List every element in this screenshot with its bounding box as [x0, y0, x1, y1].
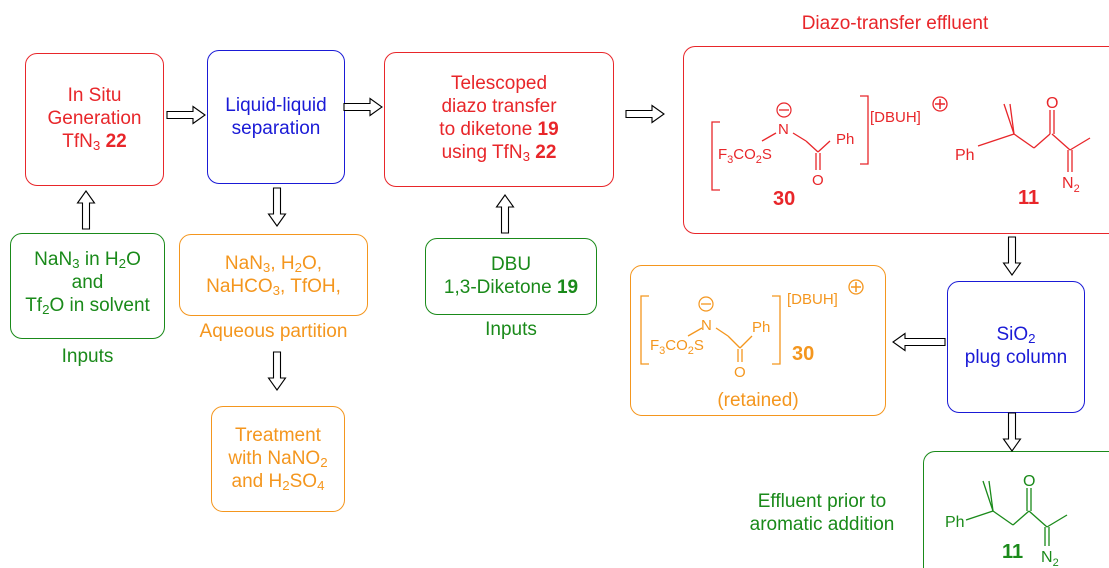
retained-compound-30-label: 30: [792, 343, 814, 365]
inputs-left-caption: Inputs: [61, 346, 114, 367]
inputs-reagents-box: [10, 233, 165, 339]
arrow-telescoped-to-effluent: [625, 104, 665, 124]
arrow-separation-to-aqueous: [267, 187, 287, 227]
arrow-generation-to-separation: [166, 105, 206, 125]
final-compound-11-label: 11: [1002, 541, 1023, 563]
retained-plus-charge-icon: [848, 279, 864, 295]
final-oxygen-label: O: [1023, 473, 1035, 490]
final-n2-label: N2: [1041, 549, 1059, 567]
compound-30-label: 30: [773, 188, 795, 210]
liquid-liquid-separation-text: Liquid-liquid separation: [225, 95, 327, 139]
retained-caption: (retained): [717, 390, 799, 411]
telescoped-diazo-transfer-box: [384, 52, 614, 187]
retained-oxygen-label: O: [734, 364, 746, 381]
treatment-box: [211, 406, 345, 512]
retained-f3co2s-label: F3CO2S: [650, 337, 704, 357]
aqueous-partition-caption: Aqueous partition: [199, 321, 348, 342]
telescoped-diazo-transfer-text: Telescoped diazo transfer to diketone 19…: [439, 73, 559, 164]
plus-charge-icon: [932, 96, 948, 112]
final-compound-11-structure: [965, 480, 1068, 546]
retained-phenyl-label: Ph: [752, 319, 770, 336]
final-phenyl-label: Ph: [945, 514, 965, 531]
inputs-dbu-diketone-text: DBU 1,3-Diketone 19: [443, 254, 579, 298]
liquid-liquid-separation-box: [207, 50, 345, 184]
arrow-inputs-to-telescoped: [495, 194, 515, 234]
aqueous-partition-text: NaN3, H2O, NaHCO3, TfOH,: [206, 253, 341, 298]
arrow-column-to-final: [1002, 412, 1022, 452]
inputs-middle-caption: Inputs: [485, 319, 537, 340]
arrow-aqueous-to-treatment: [267, 351, 287, 391]
diazo-transfer-effluent-box: [683, 46, 1109, 234]
dbuh-label: [DBUH]: [870, 109, 921, 126]
retained-compound-30-structure: [640, 295, 781, 365]
retained-dbuh-label: [DBUH]: [787, 291, 838, 308]
arrow-effluent-to-column: [1002, 236, 1022, 276]
compound-11-label: 11: [1018, 187, 1039, 209]
arrow-separation-to-telescoped: [343, 97, 383, 117]
in-situ-generation-text: In Situ Generation TfN3 22: [47, 85, 142, 153]
compound-11-structure: [977, 103, 1091, 172]
arrow-inputs-to-generation: [76, 190, 96, 230]
arrow-column-to-retained: [892, 332, 946, 352]
compound-30-structure: [711, 95, 869, 191]
final-effluent-box: [923, 451, 1109, 568]
retained-salt-box: [630, 265, 886, 416]
sio2-plug-column-text: SiO2 plug column: [964, 324, 1068, 368]
aqueous-partition-box: [179, 234, 368, 316]
inputs-reagents-text: NaN3 in H2O and Tf2O in solvent: [25, 249, 150, 317]
effluent-prior-caption: Effluent prior to aromatic addition: [749, 491, 895, 535]
phenyl-label-30: Ph: [836, 131, 854, 148]
n2-label-11: N2: [1062, 175, 1080, 195]
treatment-text: Treatment with NaNO2 and H2SO4: [228, 425, 328, 493]
in-situ-generation-box: [25, 53, 164, 186]
f3co2s-label: F3CO2S: [718, 146, 772, 166]
oxygen-label-11: O: [1046, 95, 1058, 112]
phenyl-label-11: Ph: [955, 147, 975, 164]
retained-nitrogen-label: N: [701, 317, 712, 334]
nitrogen-label: N: [778, 121, 789, 138]
oxygen-label-30: O: [812, 172, 824, 189]
inputs-dbu-diketone-box: [425, 238, 597, 315]
effluent-title: Diazo-transfer effluent: [801, 13, 989, 34]
sio2-plug-column-box: [947, 281, 1085, 413]
